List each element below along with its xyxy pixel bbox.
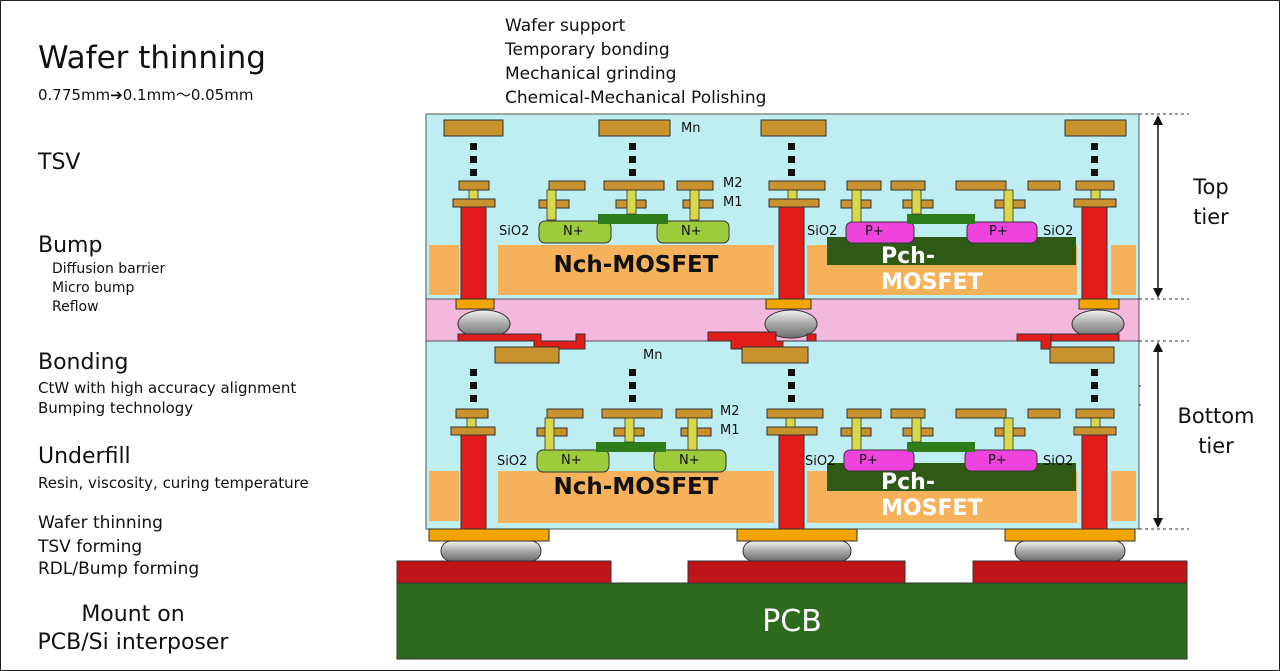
top-nplus-left-label: N+	[563, 224, 584, 239]
bottom-pplus-right-label: P+	[988, 453, 1007, 468]
bottom-m1-label: M1	[720, 423, 740, 438]
bottom-pch-gate	[907, 442, 975, 452]
bottom-nch-gate	[596, 442, 666, 452]
top-nplus-left	[538, 220, 612, 244]
top-nch-mosfet-label: Nch-MOSFET	[553, 252, 719, 278]
top-nch-gate	[598, 214, 668, 224]
bottom-contact-vias	[466, 417, 1101, 451]
tier-arrows	[1153, 115, 1163, 528]
bottom-m2-row	[455, 408, 1115, 419]
top-nch-well	[498, 245, 774, 295]
tier-dimension-lines	[1139, 113, 1189, 530]
top-via-dots	[470, 143, 1098, 176]
bottom-bump-pads	[428, 528, 1136, 542]
bottom-nplus-left	[536, 449, 610, 473]
bottom-pch-label-line2: MOSFET	[881, 496, 983, 521]
top-side-well-left	[429, 245, 459, 295]
bottom-sio2-right-label: SiO2	[1043, 454, 1074, 469]
step-tsv-forming: TSV forming	[38, 537, 143, 557]
process-temporary-bonding: Temporary bonding	[505, 40, 670, 60]
thickness-note: 0.775mm➔0.1mm～0.05mm	[38, 86, 254, 104]
top-mn-pad-3	[760, 119, 827, 137]
bump-item-reflow: Reflow	[52, 299, 99, 315]
bottom-side-well-right	[1111, 471, 1136, 521]
bump-item-diffusion-barrier: Diffusion barrier	[52, 261, 166, 277]
step-rdl-bump-forming: RDL/Bump forming	[38, 559, 200, 579]
top-pch-label-line2: MOSFET	[881, 270, 983, 295]
top-tier-label-line1: Top	[1193, 175, 1229, 199]
bottom-pplus-right	[964, 449, 1038, 472]
top-sio2-left-label: SiO2	[499, 224, 530, 239]
process-wafer-support: Wafer support	[505, 16, 626, 36]
top-m1-label: M1	[723, 195, 743, 210]
bottom-tier-label-line2: tier	[1198, 434, 1234, 458]
rdl-lines	[457, 331, 1120, 350]
bottom-tsv-3	[1081, 433, 1108, 530]
top-mn-pad-2	[598, 119, 671, 137]
top-tier-label-line2: tier	[1193, 205, 1229, 229]
solder-bumps	[440, 540, 1126, 562]
mount-line-2: PCB/Si interposer	[37, 630, 229, 655]
bottom-nplus-right-label: N+	[679, 453, 700, 468]
top-sio2-right-label: SiO2	[1043, 224, 1074, 239]
top-pch-label-line1: Pch-	[881, 244, 935, 269]
bottom-tier-label-line1: Bottom	[1177, 404, 1255, 428]
underfill-heading: Underfill	[38, 444, 131, 469]
wafer-thinning-title: Wafer thinning	[38, 40, 266, 76]
bottom-mn-pads	[494, 346, 1115, 364]
top-m2-label: M2	[723, 176, 743, 191]
micro-bumps	[457, 309, 1125, 339]
top-mn-label: Mn	[681, 121, 701, 136]
bottom-nch-well	[498, 471, 774, 523]
bonding-item-bumping: Bumping technology	[38, 399, 194, 417]
process-cmp: Chemical-Mechanical Polishing	[505, 88, 767, 108]
top-pplus-left-label: P+	[865, 224, 884, 239]
pcb-pads	[396, 560, 1188, 584]
top-contact-vias	[468, 189, 1101, 223]
top-pplus-left	[845, 221, 915, 244]
top-pplus-right	[966, 221, 1038, 244]
tsv-heading: TSV	[38, 150, 81, 175]
top-pplus-right-label: P+	[989, 224, 1008, 239]
bottom-pplus-left	[843, 449, 915, 472]
top-nplus-right-label: N+	[681, 224, 702, 239]
top-nplus-right	[656, 220, 730, 244]
bottom-pch-label-line1: Pch-	[881, 470, 935, 495]
top-sio2-mid-label: SiO2	[807, 224, 838, 239]
bottom-tsv-2	[778, 433, 805, 530]
bottom-sio2-mid-label: SiO2	[805, 454, 836, 469]
top-mn-pad-1	[443, 119, 504, 137]
bottom-m2-label: M2	[720, 404, 740, 419]
micro-bump-pads-top	[455, 298, 1120, 310]
underfill-desc: Resin, viscosity, curing temperature	[38, 474, 309, 492]
mount-line-1: Mount on	[81, 602, 185, 627]
bonding-item-ctw: CtW with high accuracy alignment	[38, 379, 297, 397]
bottom-via-dots	[470, 369, 1098, 402]
bottom-nplus-left-label: N+	[561, 453, 582, 468]
bottom-mn-label: Mn	[643, 348, 663, 363]
bump-heading: Bump	[38, 233, 103, 258]
top-tsv-1	[460, 205, 487, 300]
pcb-board	[396, 582, 1188, 660]
pcb-label: PCB	[762, 604, 822, 639]
process-mechanical-grinding: Mechanical grinding	[505, 64, 677, 84]
top-mn-pad-4	[1064, 119, 1127, 137]
bottom-nch-mosfet-label: Nch-MOSFET	[553, 474, 719, 500]
bump-item-micro-bump: Micro bump	[52, 280, 135, 296]
bottom-side-well-left	[429, 471, 459, 521]
top-pch-gate	[907, 214, 975, 224]
step-wafer-thinning: Wafer thinning	[38, 513, 163, 533]
bottom-tsv-1	[460, 433, 487, 530]
bottom-sio2-left-label: SiO2	[497, 454, 528, 469]
bottom-pplus-left-label: P+	[859, 453, 878, 468]
top-tsv-3	[1081, 205, 1108, 300]
top-side-well-right	[1111, 245, 1136, 295]
bonding-heading: Bonding	[38, 350, 129, 375]
top-tsv-2	[778, 205, 805, 300]
